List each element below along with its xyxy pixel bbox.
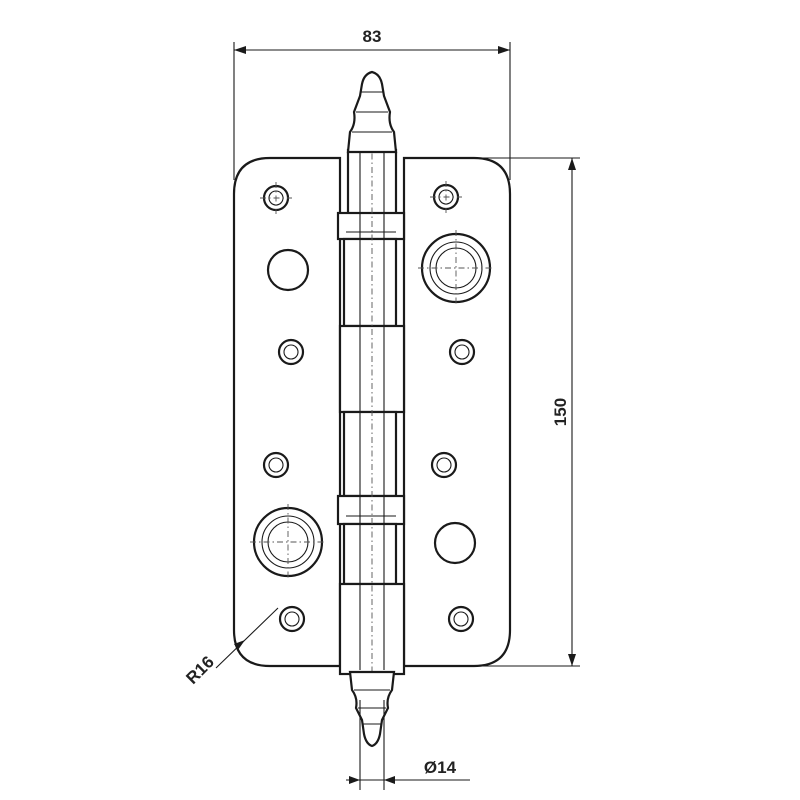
width-dimension-label: 83 <box>363 27 382 46</box>
radius-dimension-label: R16 <box>182 652 217 687</box>
pin-diameter-dimension: Ø14 <box>346 700 470 790</box>
bottom-finial <box>348 670 396 748</box>
hole-centerlines <box>250 181 494 580</box>
pin-diameter-label: Ø14 <box>424 758 457 777</box>
height-dimension-label: 150 <box>551 398 570 426</box>
left-leaf <box>232 156 342 668</box>
hinge-barrel <box>336 140 406 680</box>
height-dimension: 150 <box>478 157 580 667</box>
width-dimension: 83 <box>233 27 511 180</box>
